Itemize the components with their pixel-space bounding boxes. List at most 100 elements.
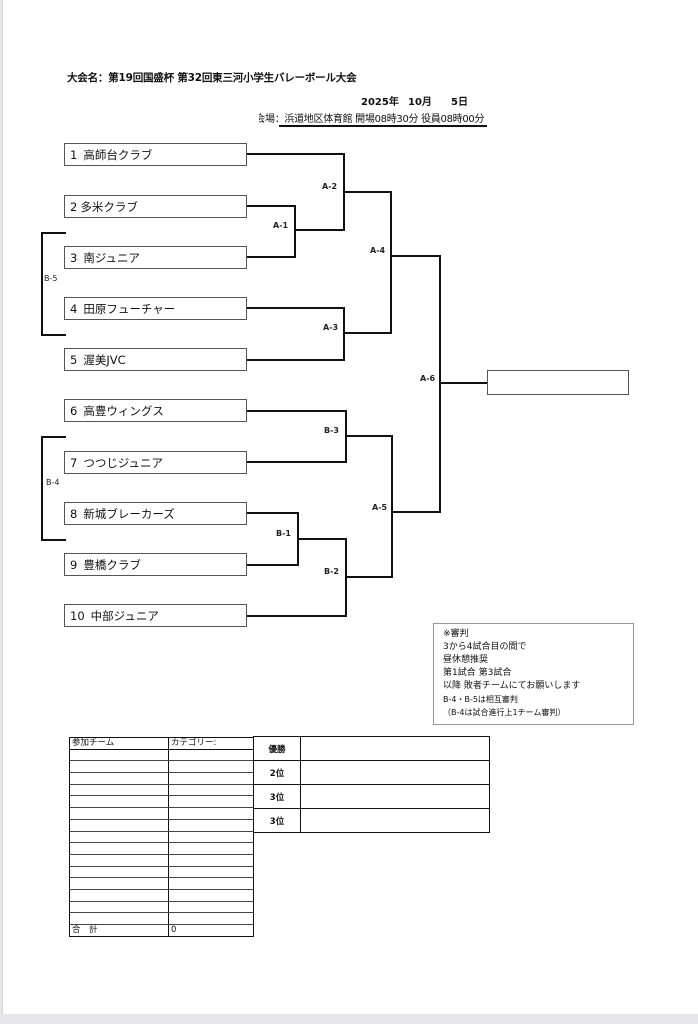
result-label: 優勝	[253, 736, 301, 761]
note-line: 第1試合 第3試合	[443, 668, 512, 678]
participant-row	[69, 830, 254, 844]
result-row: 優勝	[253, 736, 490, 761]
result-value	[300, 760, 490, 785]
bracket-line	[41, 334, 66, 336]
match-label-a2: A-2	[322, 182, 338, 191]
participant-team-cell	[69, 795, 169, 809]
bracket-line	[345, 576, 393, 578]
match-label-b4: B-4	[46, 478, 60, 487]
note-line: 3から4試合目の間で	[443, 642, 527, 652]
participant-row	[69, 900, 254, 914]
participant-category-cell	[168, 877, 254, 890]
bracket-line	[247, 205, 296, 207]
side-bracket-b5	[41, 232, 43, 336]
tournament-title: 大会名：第19回国盛杯 第32回東三河小学生バレーボール大会	[67, 72, 357, 84]
team-seed: 6	[70, 404, 78, 418]
participant-category-cell	[168, 760, 254, 774]
team-name: つつじジュニア	[83, 456, 164, 470]
bracket-line	[247, 461, 347, 463]
team-name: 新城ブレーカーズ	[83, 507, 175, 521]
participant-row	[69, 760, 254, 774]
participant-row	[69, 818, 254, 832]
bracket-line	[294, 205, 296, 258]
side-bracket-b4	[41, 436, 43, 541]
participant-team-cell	[69, 900, 169, 914]
participant-row	[69, 888, 254, 902]
team-name: 高師台クラブ	[83, 148, 153, 162]
team-seed: 9	[70, 558, 78, 572]
bracket-line	[41, 539, 66, 541]
bracket-line	[439, 382, 487, 384]
participants-table: 参加チーム カテゴリー: 合 計 0	[69, 737, 254, 937]
participant-category-cell	[168, 853, 254, 867]
bracket-line	[247, 256, 296, 258]
result-row: 3位	[253, 784, 490, 809]
team-seed: 10	[70, 609, 85, 623]
team-box-7: 7 つつじジュニア	[64, 451, 247, 474]
bracket-line	[41, 436, 66, 438]
participant-team-cell	[69, 760, 169, 774]
result-label: 3位	[253, 808, 301, 833]
result-value	[300, 808, 490, 833]
bracket-line	[247, 410, 347, 412]
team-seed: 3	[70, 251, 78, 265]
note-line: 昼休憩推奨	[443, 655, 489, 665]
referee-notes: ※審判 3から4試合目の間で 昼休憩推奨 第1試合 第3試合 以降 敗者チームに…	[433, 623, 634, 725]
participant-category-cell	[168, 888, 254, 902]
participant-category-cell	[168, 842, 254, 855]
bracket-line	[391, 435, 393, 578]
participant-team-cell	[69, 888, 169, 902]
participant-row	[69, 865, 254, 879]
participant-row	[69, 795, 254, 809]
team-seed: 8	[70, 507, 78, 521]
team-seed: 7	[70, 456, 78, 470]
total-row: 合 計 0	[69, 924, 254, 937]
participant-team-cell	[69, 877, 169, 890]
participant-team-cell	[69, 865, 169, 879]
participant-category-cell	[168, 783, 254, 797]
participant-team-cell	[69, 853, 169, 867]
participant-category-cell	[168, 830, 254, 844]
participant-category-cell	[168, 900, 254, 914]
team-name: 田原フューチャー	[83, 302, 176, 316]
bracket-line	[247, 359, 345, 361]
bracket-line	[345, 435, 393, 437]
participant-category-cell	[168, 865, 254, 879]
venue-clipped-char: 会	[259, 114, 265, 125]
team-name: 中部ジュニア	[90, 609, 159, 623]
participant-row	[69, 783, 254, 797]
result-value	[300, 736, 490, 761]
team-seed: 5	[70, 353, 78, 367]
participant-team-cell	[69, 818, 169, 832]
bracket-line	[390, 191, 392, 334]
match-label-a4: A-4	[370, 246, 386, 255]
participant-row	[69, 807, 254, 820]
match-label-a6: A-6	[420, 374, 436, 383]
match-label-b5: B-5	[44, 274, 58, 283]
team-name: 高豊ウィングス	[83, 404, 164, 418]
header-teams: 参加チーム	[69, 737, 169, 750]
bracket-line	[247, 153, 345, 155]
participant-category-cell	[168, 807, 254, 820]
bracket-line	[294, 229, 345, 231]
team-box-8: 8 新城ブレーカーズ	[64, 502, 247, 525]
bracket-line	[343, 191, 392, 193]
participant-team-cell	[69, 783, 169, 797]
table-header-row: 参加チーム カテゴリー:	[69, 737, 254, 750]
participant-category-cell	[168, 748, 254, 762]
bracket-line	[391, 511, 441, 513]
result-row: 3位	[253, 808, 490, 833]
participant-row	[69, 877, 254, 890]
venue-underline	[279, 125, 487, 127]
bracket-line	[247, 564, 299, 566]
participant-team-cell	[69, 830, 169, 844]
note-line: B-4・B-5は相互審判	[443, 695, 518, 704]
note-line: ※審判	[443, 629, 469, 639]
team-seed: 2	[70, 200, 78, 214]
participant-category-cell	[168, 772, 254, 785]
